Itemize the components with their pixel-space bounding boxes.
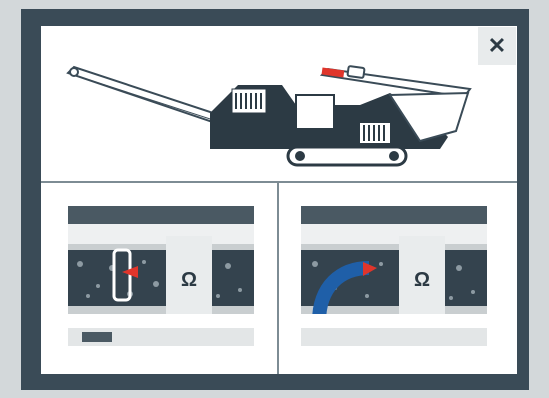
crusher-machine-illustration [60, 45, 480, 175]
magnet-icon: Ω [181, 269, 197, 291]
vertical-divider [277, 181, 279, 374]
magnet-icon: Ω [414, 269, 430, 291]
magnet-conveyor-detail-left: Ω [68, 206, 254, 346]
close-button[interactable]: ✕ [478, 27, 516, 65]
horizontal-divider [41, 181, 517, 183]
close-icon: ✕ [488, 33, 506, 59]
magnet-discharge-detail-right: Ω [301, 206, 487, 346]
